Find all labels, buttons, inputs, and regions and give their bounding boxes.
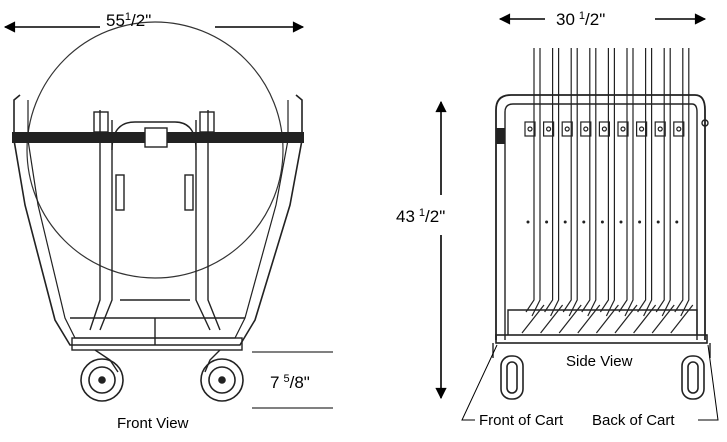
table-slot-rail (550, 48, 560, 317)
table-slot-rail (599, 48, 609, 313)
side-caster-front (500, 355, 524, 400)
side-table-slots (521, 48, 694, 334)
front-of-cart-leader (461, 344, 498, 421)
table-slot-rail (661, 48, 671, 317)
front-caster-right (200, 358, 244, 402)
table-slot-rail (587, 48, 597, 317)
table-slot-clip (580, 121, 592, 137)
side-view-drawing (492, 94, 711, 358)
table-slot-rivet (638, 220, 642, 224)
table-slot-rail (674, 48, 684, 313)
table-slot-clip (561, 121, 573, 137)
front-caster-left (80, 358, 124, 402)
table-slot-brace (521, 304, 545, 334)
table-slot-rail (531, 48, 541, 317)
table-slot-rail (624, 48, 634, 317)
table-slot-brace (595, 304, 619, 334)
back-of-cart-leader (698, 344, 719, 421)
table-slot-rail (618, 48, 628, 313)
table-slot-brace (577, 304, 601, 334)
table-slot-clip (598, 121, 611, 137)
table-slot-rail (544, 48, 554, 313)
front-view-caption: Front View (117, 415, 189, 432)
table-slot-hole (601, 126, 608, 132)
table-slot-brace (614, 304, 638, 334)
side-caster-back (681, 355, 705, 400)
table-slot-clip (617, 121, 629, 137)
table-slot-hole (620, 126, 626, 132)
table-slot-rivet (656, 220, 660, 224)
table-slot-brace (558, 304, 582, 334)
table-slot-brace (540, 304, 564, 334)
table-slot-hole (638, 126, 645, 132)
table-slot-rail (605, 48, 615, 317)
table-slot-rivet (675, 220, 679, 224)
table-slot-hole (676, 126, 682, 132)
table-slot-rivet (563, 220, 567, 224)
strap-buckle (144, 127, 168, 148)
table-slot-rail (655, 48, 665, 313)
table-slot-clip (654, 121, 666, 137)
front-width-label: 551/2" (106, 11, 151, 30)
table-slot-hole (564, 126, 570, 132)
table-slot-rail (525, 48, 535, 313)
table-slot-rivet (545, 220, 549, 224)
table-slot-clip (635, 121, 648, 137)
table-slot-brace (633, 304, 657, 334)
table-slot-rivet (526, 220, 530, 224)
table-slot-hole (583, 126, 589, 132)
table-slot-rail (562, 48, 572, 313)
table-slot-hole (657, 126, 663, 132)
back-of-cart-label: Back of Cart (592, 412, 675, 429)
table-slot-clip (524, 121, 536, 137)
table-slot-hole (545, 126, 552, 132)
front-of-cart-label: Front of Cart (479, 412, 564, 429)
table-slot-rivet (619, 220, 623, 224)
side-view-caption: Side View (566, 353, 633, 370)
table-slot-rivet (600, 220, 604, 224)
table-slot-rail (581, 48, 591, 313)
side-strap (496, 128, 505, 144)
table-slot-rail (643, 48, 653, 317)
round-table (26, 21, 284, 279)
table-slot-rail (568, 48, 578, 317)
table-slot-rail (637, 48, 647, 313)
table-slot-rail (680, 48, 690, 317)
table-slot-brace (670, 304, 694, 334)
table-slot-rivet (582, 220, 586, 224)
table-slot-brace (651, 304, 675, 334)
table-slot-hole (527, 126, 533, 132)
table-slot-clip (542, 121, 555, 137)
table-slot-clip (673, 121, 685, 137)
front-view-drawing (12, 21, 304, 373)
